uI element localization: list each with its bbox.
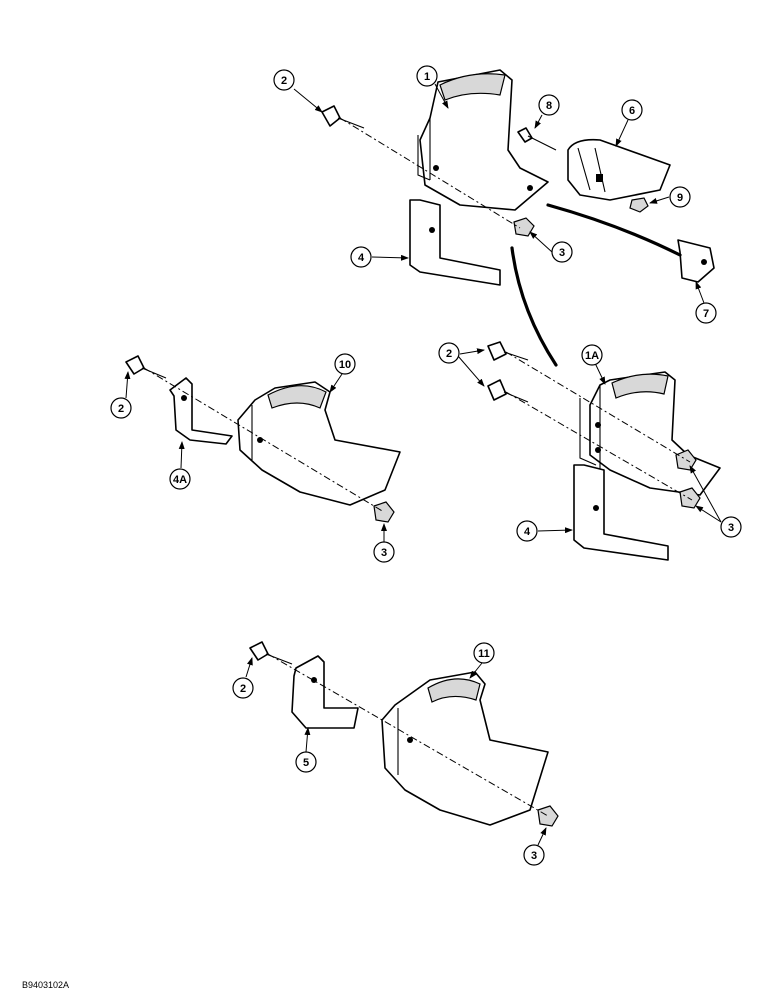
callout-3-top-label: 3: [559, 247, 565, 259]
callout-9-label: 9: [677, 192, 683, 204]
callout-2-bottom: 2: [232, 677, 254, 699]
callout-2-right: 2: [438, 342, 460, 364]
callout-5: 5: [295, 751, 317, 773]
bolt-8-drawing: [517, 127, 557, 151]
callout-4-top-label: 4: [358, 252, 365, 264]
mounting-bracket-4-top: [409, 199, 501, 286]
callout-3-bottom-label: 3: [531, 850, 537, 862]
callout-3-right: 3: [720, 516, 742, 538]
bolt-2-bottom-drawing: [249, 641, 293, 665]
callout-10: 10: [334, 353, 356, 375]
bolt-2-left-drawing: [125, 355, 167, 379]
callout-8: 8: [538, 94, 560, 116]
callout-2-top: 2: [273, 69, 295, 91]
callout-6: 6: [621, 99, 643, 121]
boot-10-drawing: [237, 381, 401, 506]
callout-3-top: 3: [551, 241, 573, 263]
callout-11: 11: [473, 642, 495, 664]
bracket-4a-drawing: [169, 377, 233, 445]
callout-5-label: 5: [303, 757, 309, 769]
nut-3-left-drawing: [373, 501, 395, 523]
callout-6-label: 6: [629, 105, 635, 117]
mounting-bracket-4-right: [573, 464, 669, 561]
callout-2-bottom-label: 2: [240, 683, 246, 695]
callout-7: 7: [695, 302, 717, 324]
bracket-5-drawing: [291, 655, 359, 729]
bolt-2-top-drawing: [321, 105, 365, 129]
nut-3-bottom-drawing: [537, 805, 559, 827]
drawing-reference-number: B9403102A: [22, 980, 70, 990]
callout-4-right-label: 4: [524, 526, 531, 538]
callout-2-right-label: 2: [446, 348, 452, 360]
callout-11-label: 11: [478, 648, 490, 660]
callout-1a: 1A: [581, 344, 603, 366]
callout-4-top: 4: [350, 246, 372, 268]
callout-3-right-label: 3: [728, 522, 734, 534]
callout-2-left-label: 2: [118, 403, 124, 415]
callout-3-left-label: 3: [381, 547, 387, 559]
nuts-3-right-drawing: [675, 449, 701, 509]
callout-3-left: 3: [373, 541, 395, 563]
nut-3-top-drawing: [513, 217, 535, 237]
callout-4a: 4A: [169, 468, 191, 490]
callout-leaders: [124, 83, 722, 846]
callout-3-bottom: 3: [523, 844, 545, 866]
nut-9-drawing: [629, 197, 649, 213]
callout-1a-label: 1A: [585, 350, 599, 362]
boot-11-drawing: [381, 671, 549, 826]
callout-1-label: 1: [424, 71, 430, 83]
callout-7-label: 7: [703, 308, 709, 320]
callout-10-label: 10: [339, 359, 351, 371]
callout-9: 9: [669, 186, 691, 208]
callout-1: 1: [416, 65, 438, 87]
callout-4-right: 4: [516, 520, 538, 542]
boot-1-drawing: [417, 69, 549, 211]
callout-8-label: 8: [546, 100, 552, 112]
bolts-2-right-drawing: [487, 341, 529, 403]
callout-2-top-label: 2: [281, 75, 287, 87]
callout-2-left: 2: [110, 397, 132, 419]
callout-4a-label: 4A: [173, 474, 187, 486]
cap-6-drawing: [567, 138, 671, 201]
clamp-7-drawing: [677, 239, 715, 283]
